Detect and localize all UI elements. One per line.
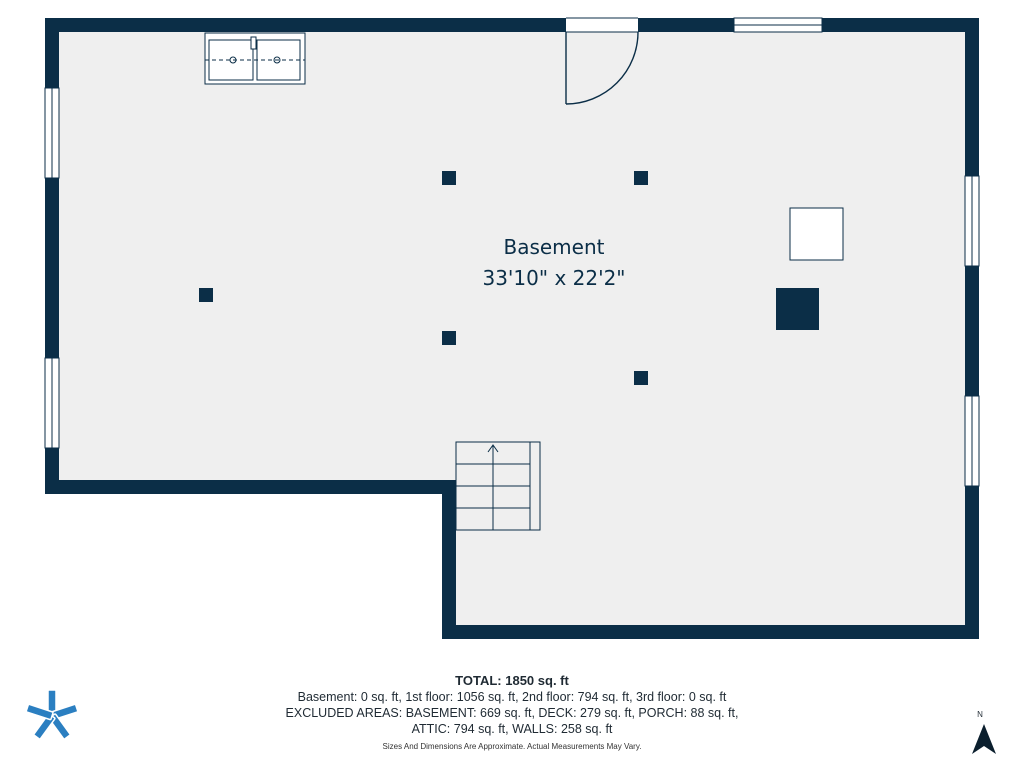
excluded-areas-line-2: ATTIC: 794 sq. ft, WALLS: 258 sq. ft [411,722,613,736]
north-arrow-icon: N [972,710,996,754]
staircase [455,441,541,531]
floor-area [52,25,972,632]
floor-areas-line: Basement: 0 sq. ft, 1st floor: 1056 sq. … [297,690,727,704]
support-posts [199,171,648,385]
room-dimensions: 33'10" x 22'2" [482,266,625,290]
post [199,288,213,302]
total-area: TOTAL: 1850 sq. ft [455,673,569,688]
north-label: N [977,710,983,719]
window-left-upper [44,87,60,179]
post [634,371,648,385]
chimney-block [776,288,819,330]
window-right-upper [964,175,980,267]
disclaimer: Sizes And Dimensions Are Approximate. Ac… [382,742,642,751]
asterisk-logo-icon [25,689,79,740]
exterior-walls [45,18,979,639]
window-left-lower [44,357,60,449]
post [442,171,456,185]
window-right-lower [964,395,980,487]
door-swing [565,31,639,105]
room-name: Basement [503,235,604,259]
post [634,171,648,185]
post [442,331,456,345]
utility-unit [789,207,844,261]
window-top [733,17,823,33]
double-sink [204,32,306,85]
floor-plan: Basement 33'10" x 22'2" [44,17,980,639]
door-opening [566,18,638,32]
excluded-areas-line: EXCLUDED AREAS: BASEMENT: 669 sq. ft, DE… [285,706,739,720]
